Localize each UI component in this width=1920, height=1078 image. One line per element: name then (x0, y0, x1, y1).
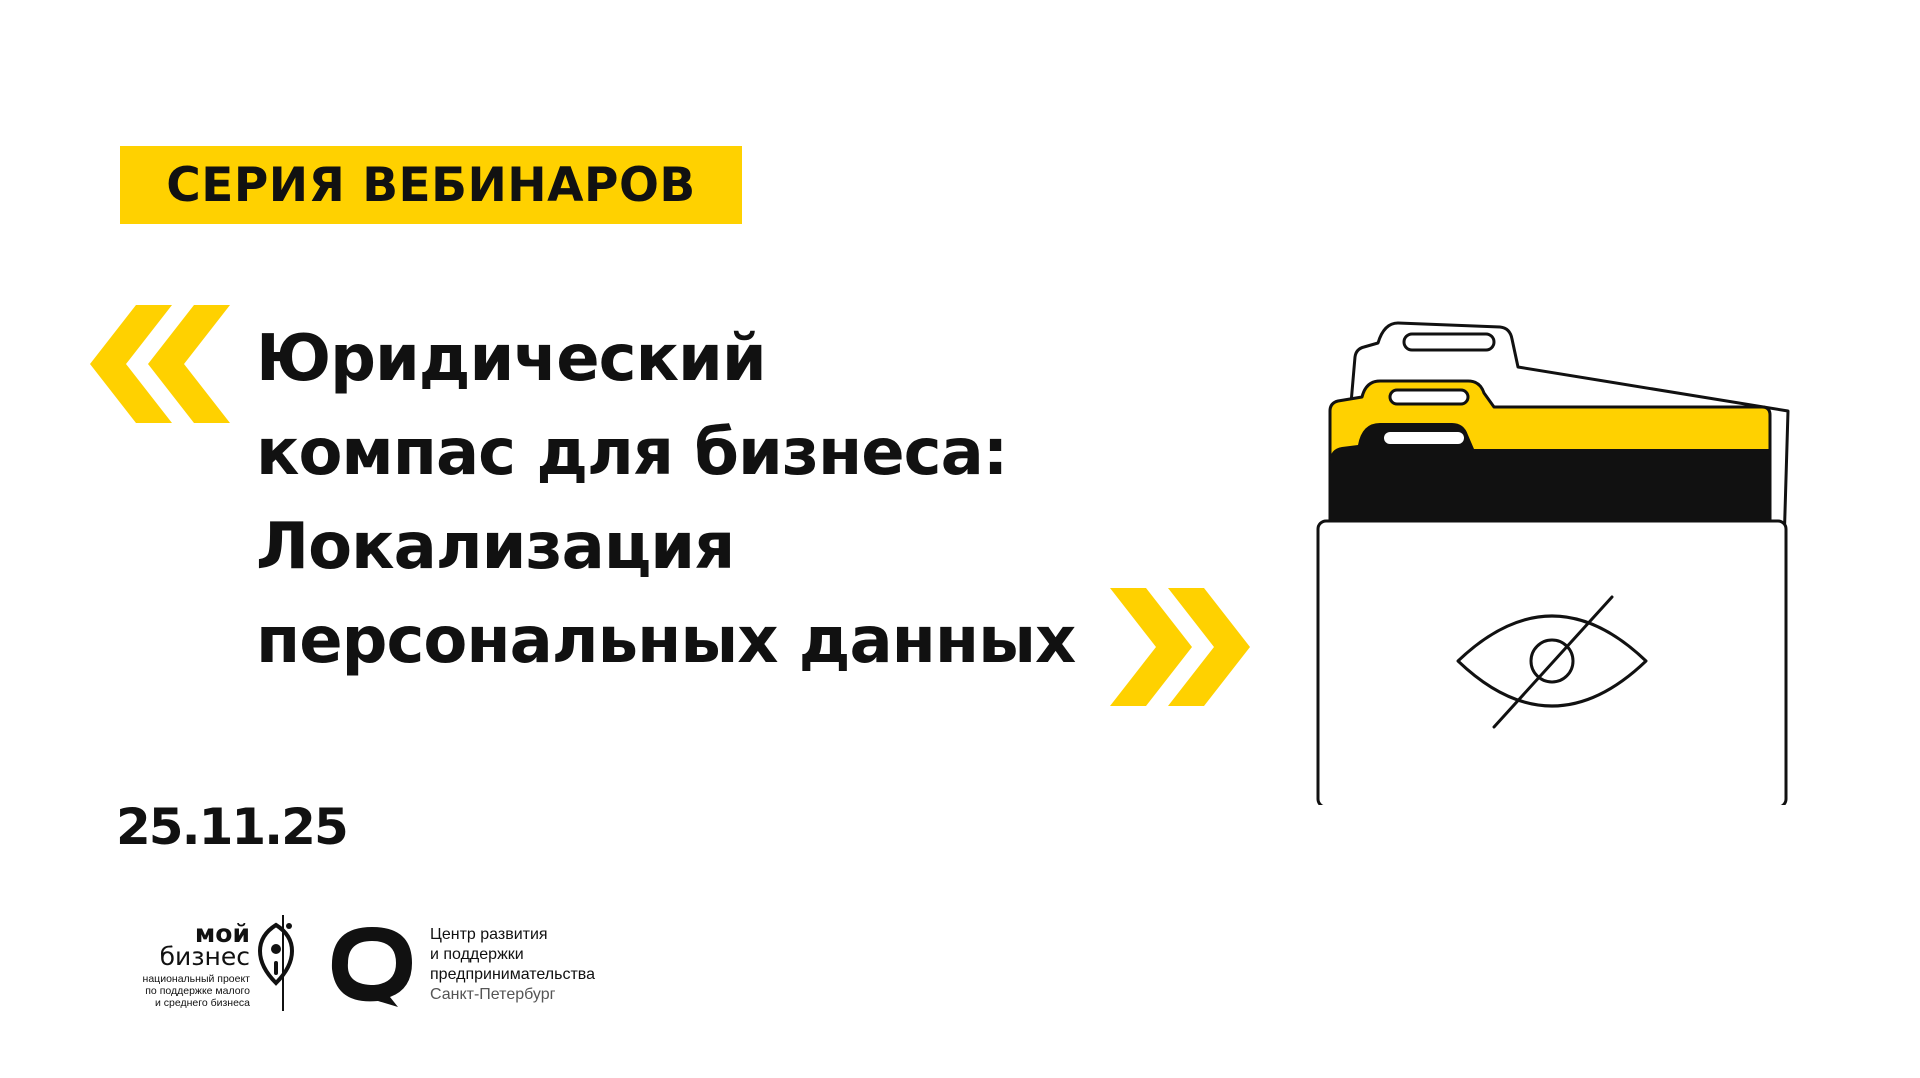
title-line-4: персональных данных (256, 604, 1076, 678)
moy-biznes-word-biznes: бизнес (159, 942, 250, 971)
speech-bubble-logo-icon (331, 927, 412, 1007)
double-chevron-left-icon (90, 305, 230, 423)
center-logo-line: предпринимательства (430, 966, 595, 983)
center-logo-line: Центр развития (430, 926, 548, 943)
double-chevron-right-icon (1110, 588, 1250, 706)
center-logo-text: Центр развития и поддержки предпринимате… (430, 925, 595, 1005)
moy-biznes-logo: мой бизнес национальный проект по поддер… (90, 921, 250, 1017)
title-line-2: компас для бизнеса: (256, 416, 1008, 490)
logo-divider (282, 915, 284, 1011)
partner-logos: мой бизнес национальный проект по поддер… (90, 915, 610, 1015)
rocket-pin-icon (258, 922, 294, 986)
event-date: 25.11.25 (116, 798, 349, 856)
center-logo-city: Санкт-Петербург (430, 986, 556, 1003)
moy-biznes-subtitle-line: по поддержке малого (145, 985, 250, 997)
moy-biznes-subtitle-line: национальный проект (142, 973, 250, 985)
webinar-title: Юридический компас для бизнеса: Локализа… (256, 312, 1136, 688)
title-line-3: Локализация (256, 510, 735, 584)
series-badge: СЕРИЯ ВЕБИНАРОВ (120, 146, 742, 224)
series-label: СЕРИЯ ВЕБИНАРОВ (166, 157, 696, 213)
title-line-1: Юридический (256, 322, 767, 396)
moy-biznes-word-moy: мой (194, 919, 250, 948)
folder-hidden-eye-icon (1316, 321, 1790, 805)
moy-biznes-subtitle: национальный проект по поддержке малого … (143, 973, 250, 1009)
moy-biznes-subtitle-line: и среднего бизнеса (154, 997, 250, 1009)
center-logo-line: и поддержки (430, 946, 524, 963)
